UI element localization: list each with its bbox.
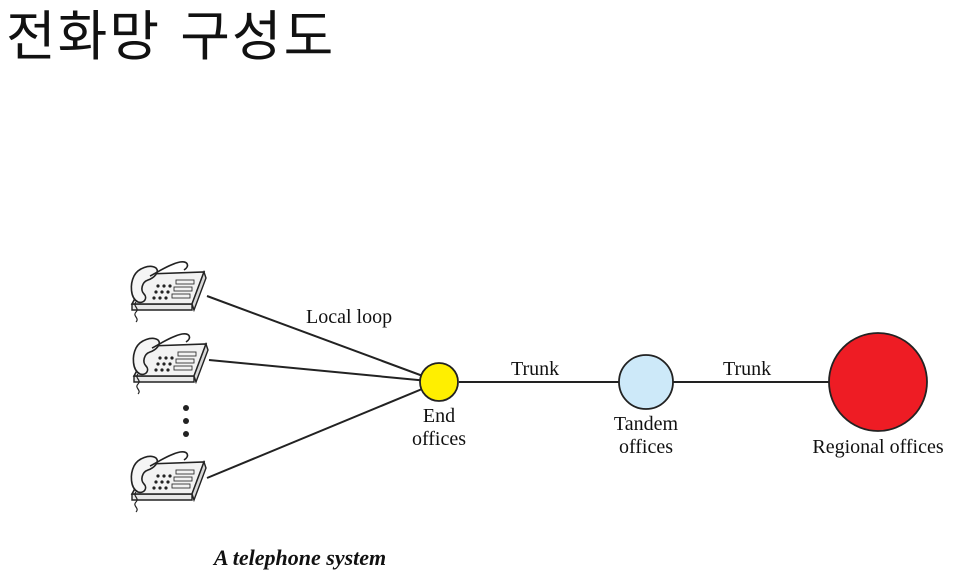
trunk-label-2: Trunk [723, 358, 771, 380]
end-office-label-line2: offices [412, 428, 466, 450]
telephone-icon [130, 451, 207, 513]
local-loop-line-3 [206, 381, 440, 479]
page-title: 전화망 구성도 [6, 5, 336, 68]
local-loop-line-1 [206, 295, 440, 383]
trunk-label-1: Trunk [511, 358, 559, 380]
tandem-office-label-line2: offices [619, 436, 673, 458]
diagram-caption: A telephone system [212, 545, 386, 570]
local-loop-label: Local loop [306, 306, 392, 328]
regional-office-node [828, 332, 928, 432]
vertical-ellipsis-icon [183, 405, 189, 437]
tandem-office-label-line1: Tandem [614, 413, 679, 435]
end-office-label-line1: End [423, 405, 455, 427]
telephone-icon [130, 261, 207, 323]
end-office-node [419, 362, 459, 402]
regional-office-label: Regional offices [812, 436, 943, 458]
telephone-icon [132, 333, 209, 395]
tandem-office-node [618, 354, 674, 410]
local-loop-line-2 [208, 359, 440, 383]
